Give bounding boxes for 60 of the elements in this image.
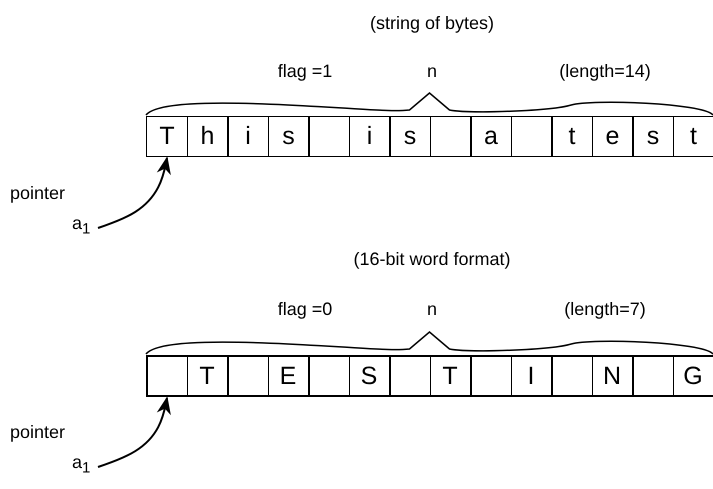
byte-cell — [348, 355, 390, 397]
byte-cell — [430, 116, 472, 157]
field-label: (length=14) — [559, 62, 651, 80]
byte-cell — [592, 355, 634, 397]
character: s — [646, 124, 660, 149]
byte-cell — [389, 355, 431, 397]
character: T — [199, 364, 215, 388]
byte-cell — [227, 116, 269, 157]
character: E — [280, 364, 296, 388]
heading: (16-bit word format) — [353, 250, 511, 268]
character: S — [360, 364, 378, 388]
character: h — [200, 124, 214, 149]
byte-cell — [268, 116, 310, 157]
character: t — [690, 124, 697, 149]
heading: (string of bytes) — [370, 14, 494, 32]
character: s — [282, 124, 295, 149]
byte-cell — [510, 116, 552, 157]
byte-cell — [470, 355, 512, 397]
pointer-arrow — [98, 156, 171, 229]
character: I — [528, 364, 534, 388]
byte-cell — [268, 355, 310, 397]
byte-cell — [672, 116, 713, 157]
byte-cell — [592, 116, 634, 157]
byte-cell — [186, 355, 228, 397]
byte-cell — [510, 355, 552, 397]
character: i — [366, 124, 372, 149]
character: G — [683, 364, 703, 388]
character: s — [404, 124, 416, 149]
character: a — [484, 124, 498, 149]
byte-cell — [308, 116, 350, 157]
byte-cell — [632, 116, 674, 157]
pointer-label: pointer — [10, 184, 66, 202]
byte-cell — [186, 116, 228, 157]
character: N — [602, 364, 622, 388]
byte-cell — [146, 355, 188, 397]
byte-cell — [389, 116, 431, 157]
byte-cell — [430, 355, 472, 397]
pointer-symbol: a$_{1}$ — [72, 453, 90, 476]
field-label: n — [427, 62, 437, 80]
byte-cell — [348, 116, 390, 157]
pointer-arrow — [98, 396, 171, 468]
field-label: n — [427, 300, 437, 318]
byte-cell — [551, 355, 593, 397]
byte-cell — [146, 116, 188, 157]
byte-cell — [551, 116, 593, 157]
character: t — [568, 124, 576, 149]
pointer-symbol: a$_{1}$ — [72, 214, 90, 237]
character: i — [245, 124, 251, 149]
field-label: flag =0 — [278, 300, 332, 318]
byte-cell — [672, 355, 713, 397]
character: T — [159, 124, 175, 149]
field-label: flag =1 — [278, 62, 332, 80]
byte-cell — [308, 355, 350, 397]
character: T — [442, 364, 458, 388]
pointer-label: pointer — [10, 423, 66, 441]
field-label: (length=7) — [564, 300, 646, 318]
byte-cell — [227, 355, 269, 397]
character: e — [606, 124, 620, 149]
byte-cell — [470, 116, 512, 157]
byte-cell — [632, 355, 674, 397]
